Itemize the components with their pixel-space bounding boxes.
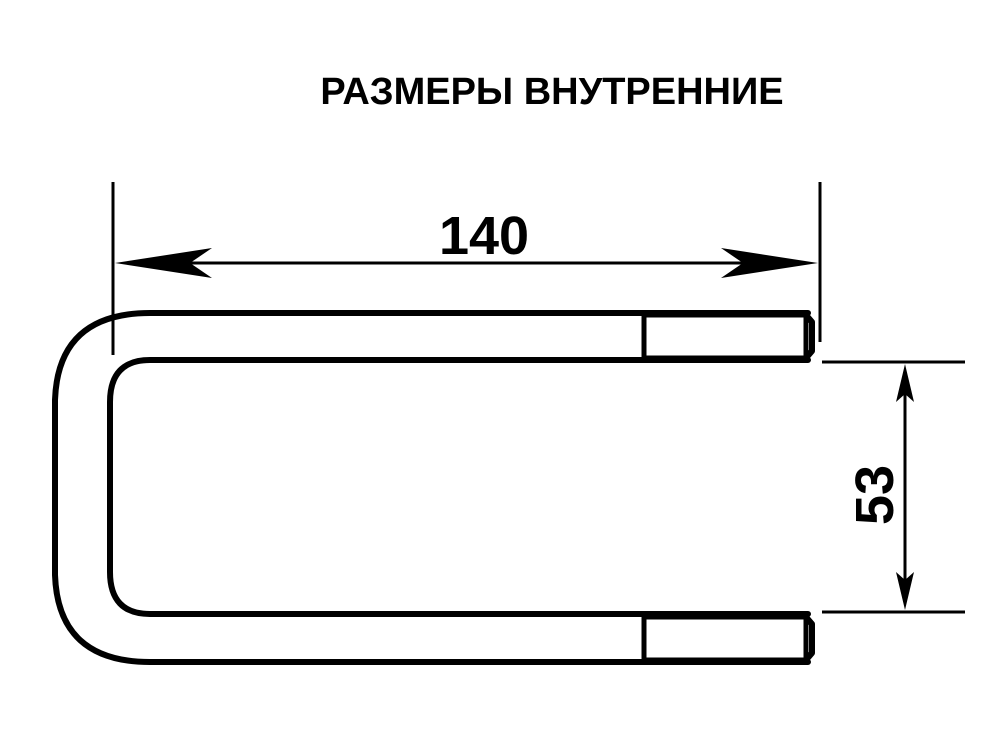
height-dimension-label: 53 (845, 465, 905, 525)
lower-thread-end (641, 614, 809, 663)
lower-thread-chamfer (803, 614, 815, 663)
width-arrow-right (721, 248, 818, 278)
width-dimension-label: 140 (439, 206, 529, 266)
u-bolt-inner-contour (107, 357, 811, 617)
upper-thread-chamfer (803, 312, 815, 361)
width-arrow-left (115, 248, 212, 278)
height-arrow-bottom (896, 572, 914, 610)
upper-thread-end (641, 312, 809, 361)
u-bolt-outer-contour (52, 310, 811, 665)
diagram-title: РАЗМЕРЫ ВНУТРЕННИЕ (320, 71, 783, 113)
height-arrow-top (896, 364, 914, 402)
